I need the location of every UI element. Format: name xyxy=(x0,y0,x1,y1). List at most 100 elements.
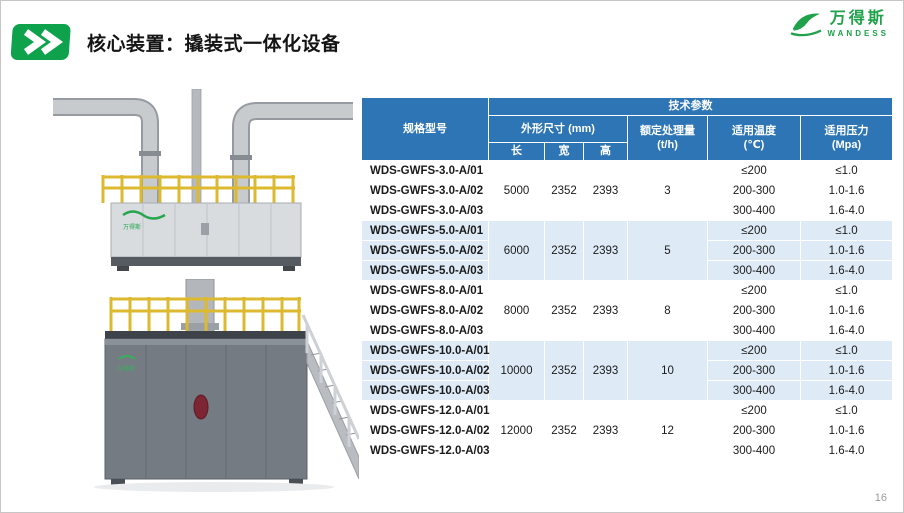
length-cell: 6000 xyxy=(488,220,545,281)
model-cell: WDS-GWFS-3.0-A/03 xyxy=(361,200,489,221)
table-row: WDS-GWFS-12.0-A/01 12000 2352 2393 12 ≤2… xyxy=(361,400,894,461)
model-cell: WDS-GWFS-8.0-A/03 xyxy=(361,320,489,341)
pressure-cell: 1.6-4.0 xyxy=(799,200,894,221)
pressure-cell: 1.6-4.0 xyxy=(799,320,894,341)
platform-railing xyxy=(101,175,295,203)
temp-cell: ≤200 xyxy=(707,280,801,301)
brand-stripe xyxy=(118,355,136,360)
col-header-model: 规格型号 xyxy=(361,97,489,161)
valve-handle xyxy=(193,394,209,420)
stair-railing xyxy=(301,314,359,447)
pipe-flange xyxy=(230,155,252,160)
equipment-top-illustration: 万得斯 xyxy=(53,89,353,271)
temp-cell: 200-300 xyxy=(707,360,801,381)
width-cell: 2352 xyxy=(544,400,584,461)
temp-cell: ≤200 xyxy=(707,160,801,181)
pressure-cell: ≤1.0 xyxy=(799,160,894,181)
double-chevron-icon xyxy=(11,24,71,60)
equipment-figures: 万得斯 xyxy=(49,89,361,499)
model-cell: WDS-GWFS-12.0-A/01 xyxy=(361,400,490,421)
col-header-capacity: 额定处理量 (t/h) xyxy=(627,115,708,161)
model-cell: WDS-GWFS-8.0-A/02 xyxy=(361,300,489,321)
pressure-cell: 1.0-1.6 xyxy=(799,300,894,321)
model-cell: WDS-GWFS-5.0-A/01 xyxy=(361,220,489,241)
col-header-temperature: 适用温度 (℃) xyxy=(707,115,801,161)
width-cell: 2352 xyxy=(544,220,584,281)
capacity-cell: 10 xyxy=(627,340,708,401)
table-title-tech-params: 技术参数 xyxy=(487,97,894,116)
table-row: WDS-GWFS-5.0-A/01 6000 2352 2393 5 ≤200 … xyxy=(361,220,894,281)
table-row: WDS-GWFS-10.0-A/01 10000 2352 2393 10 ≤2… xyxy=(361,340,894,401)
height-cell: 2393 xyxy=(583,400,628,461)
temp-cell: ≤200 xyxy=(707,220,801,241)
width-cell: 2352 xyxy=(544,280,584,341)
container-brand-mark: 万得斯 xyxy=(117,365,135,373)
brand-stripe xyxy=(122,210,166,220)
length-cell: 5000 xyxy=(488,160,545,221)
model-cell: WDS-GWFS-3.0-A/01 xyxy=(361,160,489,181)
container-brand-mark: 万得斯 xyxy=(123,223,141,231)
capacity-cell: 3 xyxy=(627,160,708,221)
model-cell: WDS-GWFS-8.0-A/01 xyxy=(361,280,489,301)
col-header-dimensions: 外形尺寸 (mm) xyxy=(488,115,628,143)
table-row: WDS-GWFS-3.0-A/02 200-300 1.0-1.6 xyxy=(361,180,894,201)
col-header-height: 高 xyxy=(583,142,628,161)
pressure-cell: 1.6-4.0 xyxy=(799,260,894,281)
table-row: WDS-GWFS-10.0-A/03 300-400 1.6-4.0 xyxy=(361,380,894,401)
capacity-label: 额定处理量 xyxy=(640,124,695,137)
height-cell: 2393 xyxy=(583,160,628,221)
pressure-unit: (Mpa) xyxy=(831,139,862,151)
model-cell: WDS-GWFS-10.0-A/02 xyxy=(361,360,490,381)
temp-cell: 200-300 xyxy=(707,420,801,441)
title-bar: 核心装置：撬装式一体化设备 xyxy=(11,23,341,61)
temp-cell: 300-400 xyxy=(707,200,801,221)
col-header-length: 长 xyxy=(488,142,545,161)
model-cell: WDS-GWFS-10.0-A/03 xyxy=(361,380,490,401)
temp-cell: ≤200 xyxy=(707,400,801,421)
table-row: WDS-GWFS-8.0-A/03 300-400 1.6-4.0 xyxy=(361,320,894,341)
page-title: 核心装置：撬装式一体化设备 xyxy=(87,33,341,55)
leaf-logo-icon xyxy=(790,13,822,37)
temp-cell: 300-400 xyxy=(707,380,801,401)
temp-cell: ≤200 xyxy=(707,340,801,361)
spec-table: 规格型号 技术参数 外形尺寸 (mm) 额定处理量 (t/h) 适用温度 (℃)… xyxy=(361,97,894,461)
temp-cell: 300-400 xyxy=(707,440,801,461)
length-cell: 10000 xyxy=(488,340,545,401)
capacity-cell: 8 xyxy=(627,280,708,341)
length-cell: 12000 xyxy=(488,400,545,461)
pressure-cell: ≤1.0 xyxy=(799,280,894,301)
col-header-width: 宽 xyxy=(544,142,584,161)
logo-text: 万得斯 WANDESS xyxy=(827,9,889,38)
pressure-cell: 1.0-1.6 xyxy=(799,180,894,201)
pressure-cell: 1.6-4.0 xyxy=(799,440,894,461)
staircase xyxy=(306,340,359,480)
pressure-cell: 1.0-1.6 xyxy=(799,240,894,261)
height-cell: 2393 xyxy=(583,340,628,401)
pipe-flange xyxy=(139,151,161,156)
width-cell: 2352 xyxy=(544,340,584,401)
pressure-cell: ≤1.0 xyxy=(799,340,894,361)
logo-name-en: WANDESS xyxy=(827,28,889,38)
temp-cell: 200-300 xyxy=(707,240,801,261)
table-row: WDS-GWFS-5.0-A/02 200-300 1.0-1.6 xyxy=(361,240,894,261)
pressure-cell: ≤1.0 xyxy=(799,220,894,241)
col-header-pressure: 适用压力 (Mpa) xyxy=(799,115,894,161)
table-row: WDS-GWFS-3.0-A/03 300-400 1.6-4.0 xyxy=(361,200,894,221)
table-row: WDS-GWFS-3.0-A/01 5000 2352 2393 3 ≤200 … xyxy=(361,160,894,221)
table-row: WDS-GWFS-8.0-A/01 8000 2352 2393 8 ≤200 … xyxy=(361,280,894,341)
pressure-cell: 1.0-1.6 xyxy=(799,360,894,381)
pressure-cell: ≤1.0 xyxy=(799,400,894,421)
capacity-cell: 5 xyxy=(627,220,708,281)
height-cell: 2393 xyxy=(583,280,628,341)
logo-name-cn: 万得斯 xyxy=(829,9,887,27)
platform-railing xyxy=(109,297,301,333)
model-cell: WDS-GWFS-12.0-A/03 xyxy=(361,440,490,461)
temperature-unit: (℃) xyxy=(743,139,765,151)
model-cell: WDS-GWFS-3.0-A/02 xyxy=(361,180,489,201)
capacity-unit: (t/h) xyxy=(657,139,678,151)
company-logo: 万得斯 WANDESS xyxy=(789,9,889,39)
model-cell: WDS-GWFS-5.0-A/02 xyxy=(361,240,489,261)
length-cell: 8000 xyxy=(488,280,545,341)
height-cell: 2393 xyxy=(583,220,628,281)
